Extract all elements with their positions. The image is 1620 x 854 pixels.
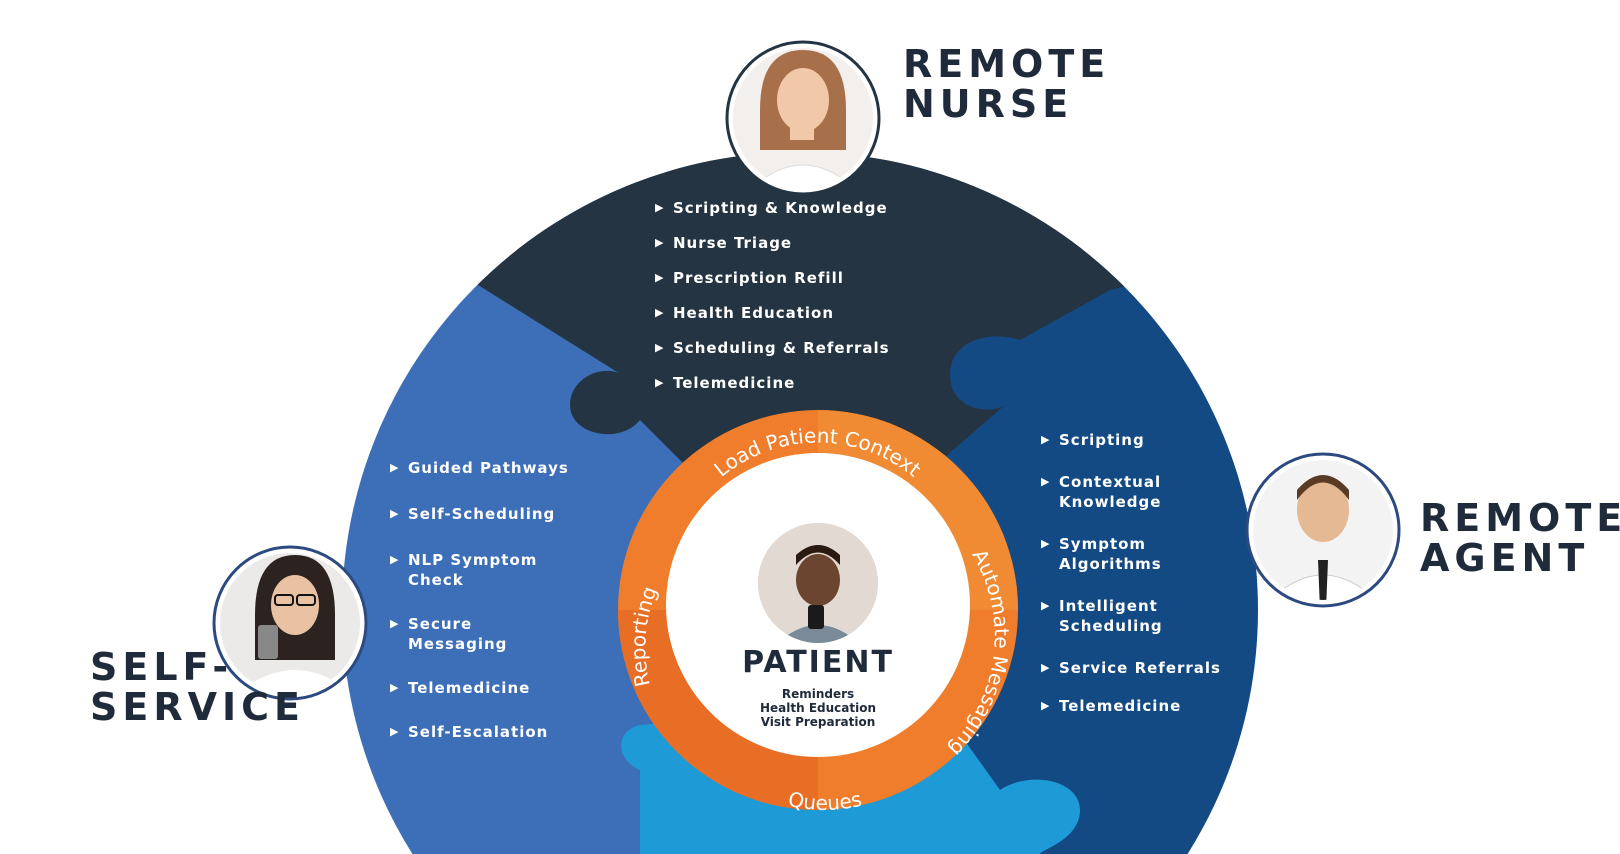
bullet-arrow-icon: ▶ bbox=[655, 271, 665, 284]
bullet-arrow-icon: ▶ bbox=[655, 306, 665, 319]
list-item: ▶Scheduling & Referrals bbox=[655, 339, 890, 357]
bullet-arrow-icon: ▶ bbox=[1041, 537, 1051, 550]
bullet-arrow-icon: ▶ bbox=[390, 617, 400, 630]
self-service-list: ▶Guided Pathways ▶Self-Scheduling ▶NLP S… bbox=[390, 458, 569, 742]
patient-line-2: Visit Preparation bbox=[761, 715, 876, 729]
list-item: ▶Contextual Knowledge bbox=[1041, 473, 1162, 511]
bullet-arrow-icon: ▶ bbox=[390, 725, 400, 738]
list-item: ▶Scripting & Knowledge bbox=[655, 199, 888, 217]
bullet-arrow-icon: ▶ bbox=[1041, 699, 1051, 712]
list-item: ▶Symptom Algorithms bbox=[1041, 535, 1162, 573]
agent-photo-icon bbox=[1245, 452, 1401, 608]
bullet-arrow-icon: ▶ bbox=[390, 507, 400, 520]
list-item: ▶Self-Escalation bbox=[390, 723, 549, 741]
bullet-arrow-icon: ▶ bbox=[390, 553, 400, 566]
remote-agent-title: REMOTE AGENT bbox=[1420, 496, 1620, 580]
bullet-arrow-icon: ▶ bbox=[390, 681, 400, 694]
list-item: ▶Nurse Triage bbox=[655, 234, 793, 252]
bullet-arrow-icon: ▶ bbox=[1041, 661, 1051, 674]
bullet-arrow-icon: ▶ bbox=[655, 201, 665, 214]
list-item: ▶Intelligent Scheduling bbox=[1041, 597, 1163, 635]
patient-title: PATIENT bbox=[742, 645, 894, 680]
agent-services-list: ▶Scripting ▶Contextual Knowledge ▶Sympto… bbox=[1041, 430, 1221, 716]
list-item: ▶Telemedicine bbox=[655, 374, 796, 392]
bullet-arrow-icon: ▶ bbox=[1041, 475, 1051, 488]
self-service-photo-icon bbox=[212, 545, 368, 701]
nurse-puzzle-piece bbox=[342, 152, 1258, 470]
list-item: ▶Health Education bbox=[655, 304, 835, 322]
list-item: ▶Secure Messaging bbox=[390, 615, 508, 653]
list-item: ▶Scripting bbox=[1041, 431, 1145, 449]
patient-photo-icon bbox=[758, 523, 878, 643]
list-item: ▶NLP Symptom Check bbox=[390, 551, 538, 589]
list-item: ▶Telemedicine bbox=[1041, 697, 1182, 715]
list-item: ▶Self-Scheduling bbox=[390, 505, 556, 523]
list-item: ▶Guided Pathways bbox=[390, 459, 569, 477]
ring-label-bottom: Queues bbox=[786, 787, 864, 815]
bullet-arrow-icon: ▶ bbox=[655, 376, 665, 389]
bullet-arrow-icon: ▶ bbox=[1041, 433, 1051, 446]
patient-line-0: Reminders bbox=[782, 687, 854, 701]
self-service-title: SELF- SERVICE bbox=[90, 645, 305, 729]
bullet-arrow-icon: ▶ bbox=[655, 341, 665, 354]
remote-nurse-title: REMOTE NURSE bbox=[903, 42, 1111, 126]
bullet-arrow-icon: ▶ bbox=[390, 461, 400, 474]
nurse-services-list: ▶Scripting & Knowledge ▶Nurse Triage ▶Pr… bbox=[655, 198, 890, 393]
bullet-arrow-icon: ▶ bbox=[1041, 599, 1051, 612]
nurse-photo-icon bbox=[725, 40, 881, 196]
patient-line-1: Health Education bbox=[760, 701, 876, 715]
list-item: ▶Service Referrals bbox=[1041, 659, 1221, 677]
list-item: ▶Telemedicine bbox=[390, 679, 531, 697]
bullet-arrow-icon: ▶ bbox=[655, 236, 665, 249]
list-item: ▶Prescription Refill bbox=[655, 269, 844, 287]
